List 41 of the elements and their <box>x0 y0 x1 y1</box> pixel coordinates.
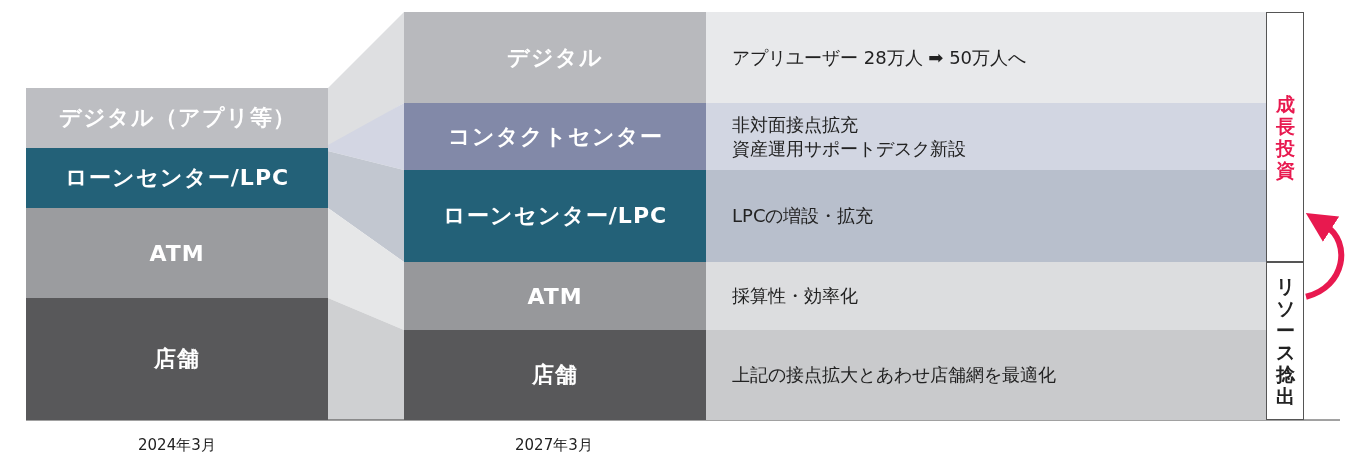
description-band <box>706 330 1266 420</box>
description-band <box>706 12 1266 103</box>
node-text: 資産運用サポートデスク新設 <box>732 136 967 161</box>
segment-bar <box>26 298 328 420</box>
date-label: 2027年3月 <box>515 436 593 455</box>
node-text: デジタル（アプリ等） <box>58 104 296 132</box>
node-text: 成長投資 <box>1275 93 1295 181</box>
connector-band <box>328 208 404 330</box>
description-band <box>706 103 1266 170</box>
bracket-box <box>1266 12 1304 262</box>
node-text: アプリユーザー 28万人 ➡ 50万人へ <box>732 45 1028 70</box>
node-text: ATM <box>149 240 205 266</box>
node-text: リソース捻出 <box>1275 275 1295 407</box>
connector-band <box>328 298 404 420</box>
date-label: 2024年3月 <box>138 436 216 455</box>
segment-bar <box>404 12 706 103</box>
connector-band <box>328 12 404 148</box>
node-text: ローンセンター/LPC <box>64 164 290 192</box>
node-text: ローンセンター/LPC <box>442 202 668 230</box>
node-text: 店舗 <box>154 345 200 373</box>
segment-bar <box>26 208 328 298</box>
node-text: LPCの増設・拡充 <box>732 204 875 228</box>
node-text: ATM <box>527 283 583 309</box>
segment-bar <box>26 148 328 208</box>
segment-bar <box>404 170 706 262</box>
node-text: デジタル <box>507 43 603 72</box>
description-band <box>706 262 1266 330</box>
connector-band <box>328 151 404 262</box>
segment-bar <box>404 330 706 420</box>
node-text: 上記の接点拡大とあわせ店舗網を最適化 <box>732 363 1057 387</box>
node-text: コンタクトセンター <box>447 122 663 151</box>
node-text: 店舗 <box>532 361 578 389</box>
segment-bar <box>404 103 706 170</box>
segment-bar <box>404 262 706 330</box>
node-text: 採算性・効率化 <box>732 284 859 308</box>
segment-bar <box>26 88 328 148</box>
description-band <box>706 170 1266 262</box>
curved-arrow <box>1305 210 1345 300</box>
bracket-box <box>1266 262 1304 420</box>
connector-band <box>328 103 404 170</box>
node-text: 非対面接点拡充 <box>732 112 859 137</box>
